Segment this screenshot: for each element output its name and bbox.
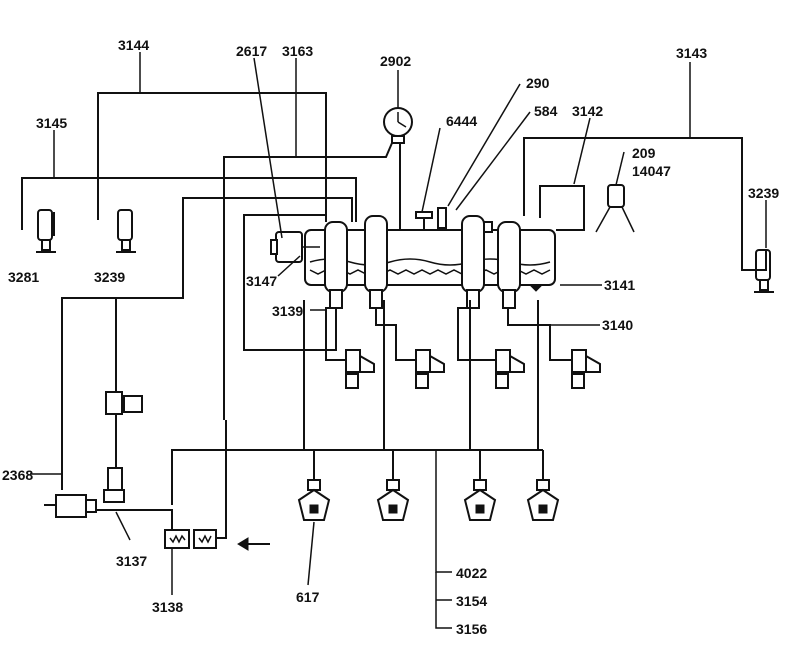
- wheel-brake-4: [526, 450, 560, 521]
- part-labels: 3144 2617 3163 2902 290 584 6444 3142 31…: [2, 37, 779, 637]
- label-3239-left: 3239: [94, 269, 125, 285]
- pipe-network: [21, 92, 767, 629]
- wheel-brake-1: [297, 450, 331, 521]
- brake-chamber-4: [497, 221, 521, 309]
- label-14047: 14047: [632, 163, 671, 179]
- slack-adjuster-4: [571, 349, 601, 389]
- wheel-brake-3: [463, 450, 497, 521]
- label-3147: 3147: [246, 273, 277, 289]
- drain-cock: [437, 207, 447, 229]
- label-4022: 4022: [456, 565, 487, 581]
- label-2902: 2902: [380, 53, 411, 69]
- label-3156: 3156: [456, 621, 487, 637]
- label-617: 617: [296, 589, 320, 605]
- label-3154: 3154: [456, 593, 487, 609]
- label-3141: 3141: [604, 277, 635, 293]
- valve-2368: [44, 494, 97, 518]
- label-3138: 3138: [152, 599, 183, 615]
- brake-valve-3281: [36, 209, 56, 253]
- wheel-brake-2: [376, 450, 410, 521]
- label-584: 584: [534, 103, 558, 119]
- safety-valve: [415, 211, 433, 230]
- label-2368: 2368: [2, 467, 33, 483]
- air-gauge-2902: [383, 107, 413, 144]
- air-inlet-arrow: [237, 537, 270, 551]
- label-3137: 3137: [116, 553, 147, 569]
- label-3140: 3140: [602, 317, 633, 333]
- label-leaders: [30, 52, 767, 595]
- label-209: 209: [632, 145, 656, 161]
- label-3281: 3281: [8, 269, 39, 285]
- label-290: 290: [526, 75, 550, 91]
- label-3239-right: 3239: [748, 185, 779, 201]
- slack-adjuster-2: [415, 349, 445, 389]
- label-3142: 3142: [572, 103, 603, 119]
- label-3163: 3163: [282, 43, 313, 59]
- label-3139: 3139: [272, 303, 303, 319]
- label-6444: 6444: [446, 113, 477, 129]
- relay-valve-upper: [105, 391, 143, 415]
- label-2617: 2617: [236, 43, 267, 59]
- brake-chamber-1: [324, 221, 348, 309]
- label-3145: 3145: [36, 115, 67, 131]
- slack-adjuster-1: [345, 349, 375, 389]
- slack-adjuster-3: [495, 349, 525, 389]
- label-3143: 3143: [676, 45, 707, 61]
- tank-fitting: [483, 221, 493, 233]
- label-3144: 3144: [118, 37, 149, 53]
- compressor-3138: [164, 529, 217, 549]
- brake-valve-3239-left: [116, 209, 136, 253]
- valve-209-14047: [595, 184, 635, 233]
- brake-chamber-3: [461, 215, 485, 309]
- brake-chamber-2: [364, 215, 388, 309]
- governor-3147: [270, 231, 320, 263]
- relay-valve-lower: [103, 467, 125, 503]
